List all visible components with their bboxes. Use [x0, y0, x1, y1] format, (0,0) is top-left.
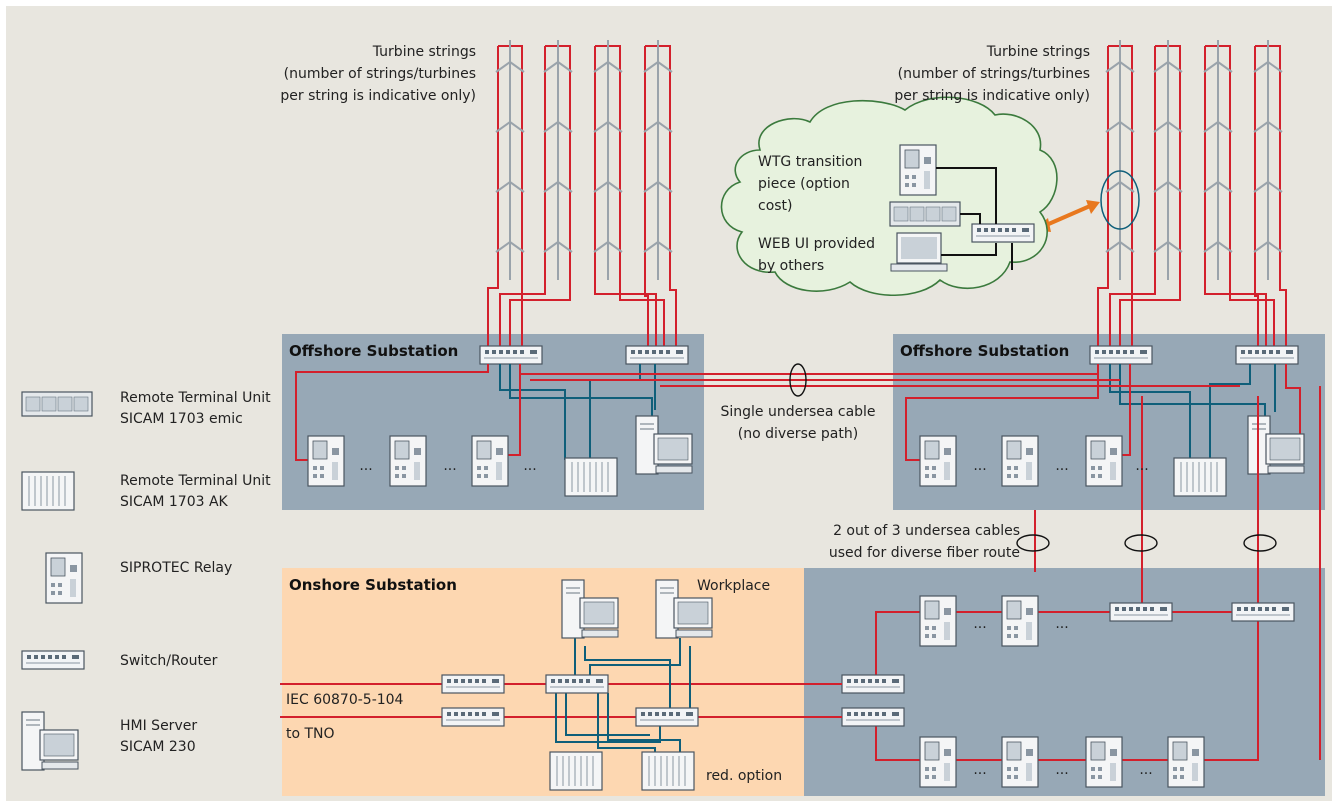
legend-rtu-ak-icon [21, 471, 75, 511]
ellipsis-ol-3: ... [523, 458, 536, 474]
single-cable-label-1: Single undersea cable [720, 404, 875, 420]
tno-label: to TNO [286, 726, 335, 742]
red-option-label: red. option [706, 768, 782, 784]
turbine-strings-right [1097, 45, 1287, 350]
strings-label-left-1: Turbine strings [372, 44, 476, 60]
workplace-label: Workplace [697, 578, 770, 594]
iec-label: IEC 60870-5-104 [286, 692, 404, 708]
legend-relay-icon [45, 552, 83, 604]
legend-rtu-emic-label-1: Remote Terminal Unit [120, 390, 271, 406]
ellipsis-or-3: ... [1135, 458, 1148, 474]
diverse-route-label-2: used for diverse fiber route [829, 545, 1020, 561]
ellipsis-on-4: ... [1055, 762, 1068, 778]
ellipsis-ol-1: ... [359, 458, 372, 474]
wtg-label-3: cost) [758, 198, 793, 214]
legend-relay-label: SIPROTEC Relay [120, 560, 232, 576]
offshore-substation-left-title: Offshore Substation [289, 342, 458, 360]
ellipsis-or-2: ... [1055, 458, 1068, 474]
legend-rtu-ak-label-2: SICAM 1703 AK [120, 494, 229, 510]
onshore-substation-title: Onshore Substation [289, 576, 457, 594]
diverse-route-label-1: 2 out of 3 undersea cables [833, 523, 1020, 539]
ellipsis-on-2: ... [1055, 616, 1068, 632]
wtg-label-2: piece (option [758, 176, 850, 192]
ellipsis-on-3: ... [973, 762, 986, 778]
single-cable-label-2: (no diverse path) [738, 426, 858, 442]
wtg-cloud [720, 96, 1058, 297]
strings-label-left-3: per string is indicative only) [280, 88, 476, 104]
legend-rtu-emic-icon [21, 391, 93, 417]
single-undersea-cable [520, 363, 1240, 397]
legend-switch-label: Switch/Router [120, 653, 218, 669]
onshore-devices [280, 579, 842, 791]
offshore-substation-right-title: Offshore Substation [900, 342, 1069, 360]
turbine-strings-left [487, 45, 677, 350]
onshore-network-devices [841, 595, 1295, 788]
highlighted-turbine-ring [1100, 170, 1140, 230]
legend-hmi-label-2: SICAM 230 [120, 739, 196, 755]
legend-switch-icon [21, 650, 85, 670]
strings-label-right-2: (number of strings/turbines [898, 66, 1090, 82]
web-ui-label-1: WEB UI provided [758, 236, 875, 252]
legend-hmi-label-1: HMI Server [120, 718, 197, 734]
onshore-substation-panel [282, 568, 804, 796]
web-ui-label-2: by others [758, 258, 824, 274]
strings-label-right-1: Turbine strings [986, 44, 1090, 60]
ellipsis-on-5: ... [1139, 762, 1152, 778]
legend-rtu-emic-label-2: SICAM 1703 emic [120, 411, 243, 427]
legend-rtu-ak-label-1: Remote Terminal Unit [120, 473, 271, 489]
cloud-devices [889, 144, 1035, 272]
ellipsis-or-1: ... [973, 458, 986, 474]
diverse-undersea-cables [1016, 386, 1321, 760]
strings-label-right-3: per string is indicative only) [894, 88, 1090, 104]
wtg-label-1: WTG transition [758, 154, 862, 170]
strings-label-left-2: (number of strings/turbines [284, 66, 476, 82]
ellipsis-ol-2: ... [443, 458, 456, 474]
ellipsis-on-1: ... [973, 616, 986, 632]
